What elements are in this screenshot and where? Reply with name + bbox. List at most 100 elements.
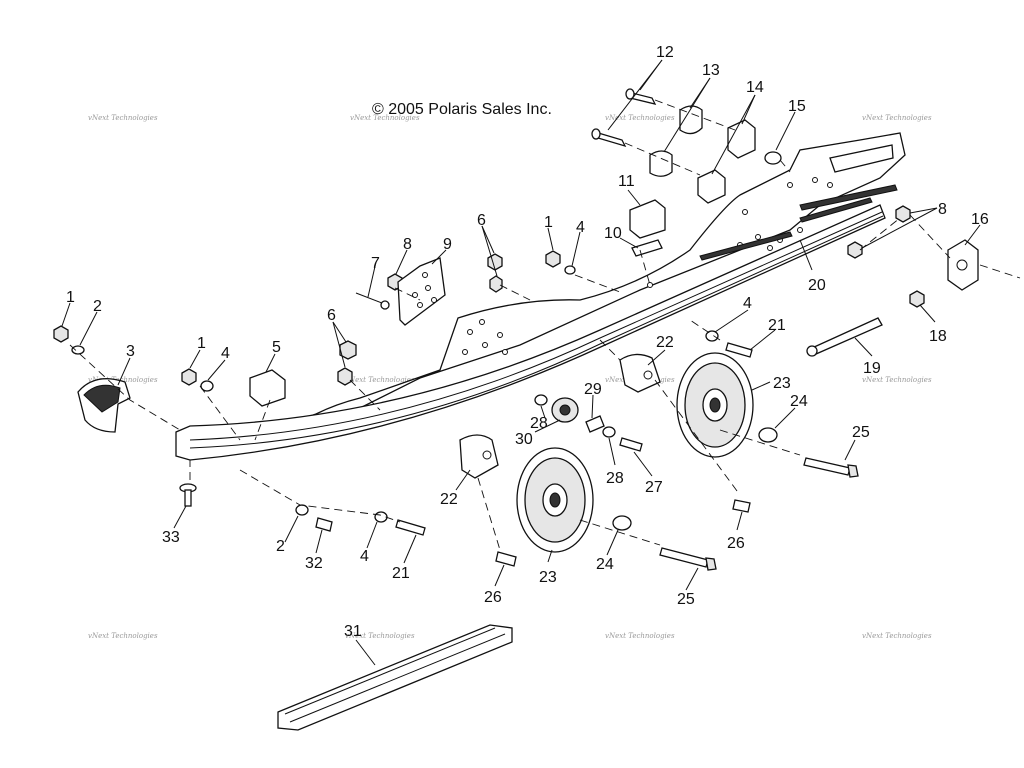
callout-label: 1 xyxy=(66,289,75,306)
callout-label: 21 xyxy=(768,317,786,334)
washer-2b xyxy=(295,504,309,516)
callout-label: 9 xyxy=(443,236,452,253)
watermark: vNext Technologies xyxy=(605,114,675,122)
washer-24b xyxy=(612,515,632,531)
front-tip-part xyxy=(77,378,131,433)
callout-label: 24 xyxy=(596,556,614,573)
callout-label: 20 xyxy=(808,277,826,294)
nut-18 xyxy=(909,290,925,308)
watermark: vNext Technologies xyxy=(862,376,932,384)
callout-label: 30 xyxy=(515,431,533,448)
block-5 xyxy=(249,369,286,407)
leader-lines xyxy=(61,59,981,666)
nut-6b xyxy=(337,367,353,386)
bolt-33 xyxy=(179,483,197,507)
callout-label: 19 xyxy=(863,360,881,377)
callout-label: 13 xyxy=(702,62,720,79)
callout-label: 8 xyxy=(938,201,947,218)
wheel-23a xyxy=(676,352,754,458)
bolt-26b xyxy=(495,551,517,567)
callout-label: 15 xyxy=(788,98,806,115)
callout-label: 4 xyxy=(360,548,369,565)
callout-label: 26 xyxy=(484,589,502,606)
watermark: vNext Technologies xyxy=(605,632,675,640)
callout-label: 32 xyxy=(305,555,323,572)
bolt-32 xyxy=(315,517,333,532)
rail xyxy=(175,184,898,461)
watermark: vNext Technologies xyxy=(862,632,932,640)
copyright-text: © 2005 Polaris Sales Inc. xyxy=(372,101,552,118)
wheel-23b xyxy=(516,447,594,553)
watermark: vNext Technologies xyxy=(88,376,158,384)
nut-6d xyxy=(489,275,503,293)
washer-28a xyxy=(534,394,548,406)
wear-strip xyxy=(277,624,513,731)
nut-1c xyxy=(545,250,561,268)
plate-9 xyxy=(397,257,446,326)
callout-label: 22 xyxy=(656,334,674,351)
callout-label: 24 xyxy=(790,393,808,410)
callout-label: 6 xyxy=(327,307,336,324)
bearing-30 xyxy=(551,397,579,423)
washer-28b xyxy=(602,426,616,438)
washer-2a xyxy=(71,345,85,355)
nut-8b xyxy=(895,205,911,223)
callout-label: 8 xyxy=(403,236,412,253)
bolt-25b xyxy=(659,547,717,571)
callout-labels: 1 2 3 1 4 5 6 7 8 9 6 1 4 10 11 12 13 14… xyxy=(66,44,989,640)
callout-label: 11 xyxy=(618,173,635,190)
callout-label: 12 xyxy=(656,44,674,61)
bolt-21a xyxy=(725,342,753,358)
callout-label: 3 xyxy=(126,343,135,360)
callout-label: 2 xyxy=(93,298,102,315)
spacer-29 xyxy=(585,415,605,433)
spacers-13 xyxy=(649,105,703,177)
callout-label: 23 xyxy=(539,569,557,586)
bolt-26a xyxy=(732,499,751,513)
watermark: vNext Technologies xyxy=(88,632,158,640)
callout-label: 28 xyxy=(530,415,548,432)
nut-1a xyxy=(53,325,69,343)
callout-label: 14 xyxy=(746,79,764,96)
axle-mount-22b xyxy=(459,434,499,479)
washer-24a xyxy=(758,427,778,443)
watermark: vNext Technologies xyxy=(345,376,415,384)
bolt-19 xyxy=(806,317,883,357)
callout-label: 1 xyxy=(544,214,553,231)
pin-10 xyxy=(631,239,663,257)
callout-label: 31 xyxy=(344,623,362,640)
washer-4c xyxy=(705,330,719,342)
callout-label: 26 xyxy=(727,535,745,552)
nut-1b xyxy=(181,368,197,386)
assembly-lines xyxy=(69,99,1021,551)
callout-label: 5 xyxy=(272,339,281,356)
washer-15 xyxy=(764,151,782,165)
washer-4a xyxy=(200,380,214,392)
callout-label: 10 xyxy=(604,225,622,242)
washer-4d xyxy=(374,511,388,523)
nut-8c xyxy=(847,241,863,259)
callout-label: 4 xyxy=(576,219,585,236)
callout-label: 29 xyxy=(584,381,602,398)
callout-label: 4 xyxy=(743,295,752,312)
nut-6a xyxy=(339,340,357,360)
watermark: vNext Technologies xyxy=(345,632,415,640)
bolt-21b xyxy=(395,519,426,536)
callout-label: 27 xyxy=(645,479,663,496)
watermark: vNext Technologies xyxy=(88,114,158,122)
callout-label: 6 xyxy=(477,212,486,229)
callout-label: 18 xyxy=(929,328,947,345)
callout-label: 28 xyxy=(606,470,624,487)
bolt-27 xyxy=(619,437,643,452)
callout-label: 22 xyxy=(440,491,458,508)
callout-label: 25 xyxy=(852,424,870,441)
callout-label: 21 xyxy=(392,565,410,582)
callout-label: 2 xyxy=(276,538,285,555)
callout-label: 25 xyxy=(677,591,695,608)
callout-label: 7 xyxy=(371,255,380,272)
callout-label: 33 xyxy=(162,529,180,546)
watermark: vNext Technologies xyxy=(350,114,420,122)
washer-4b xyxy=(564,265,576,275)
bolt-7 xyxy=(355,292,390,310)
